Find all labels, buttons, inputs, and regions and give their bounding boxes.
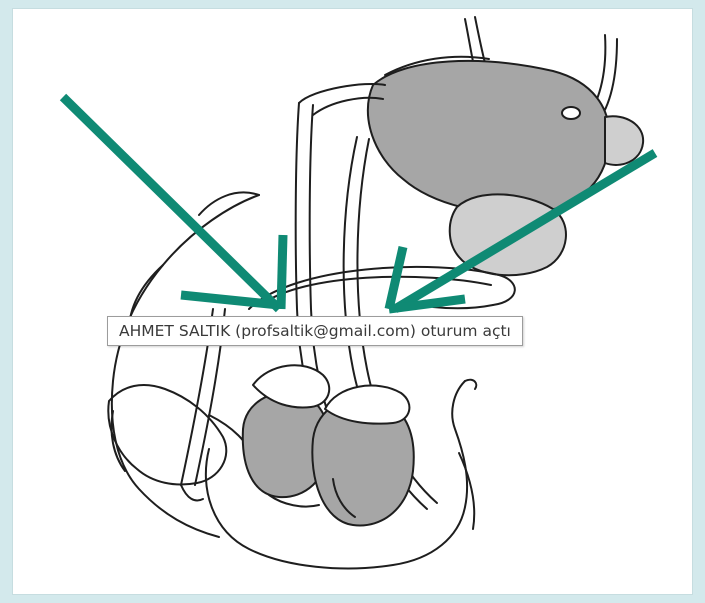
image-canvas: AHMET SALTIK (profsaltik@gmail.com) otur… xyxy=(12,8,693,595)
arrow-left xyxy=(63,97,279,309)
login-message: AHMET SALTIK (profsaltik@gmail.com) otur… xyxy=(119,322,511,340)
login-notification-tooltip: AHMET SALTIK (profsaltik@gmail.com) otur… xyxy=(107,316,523,346)
anatomical-illustration xyxy=(13,9,693,595)
